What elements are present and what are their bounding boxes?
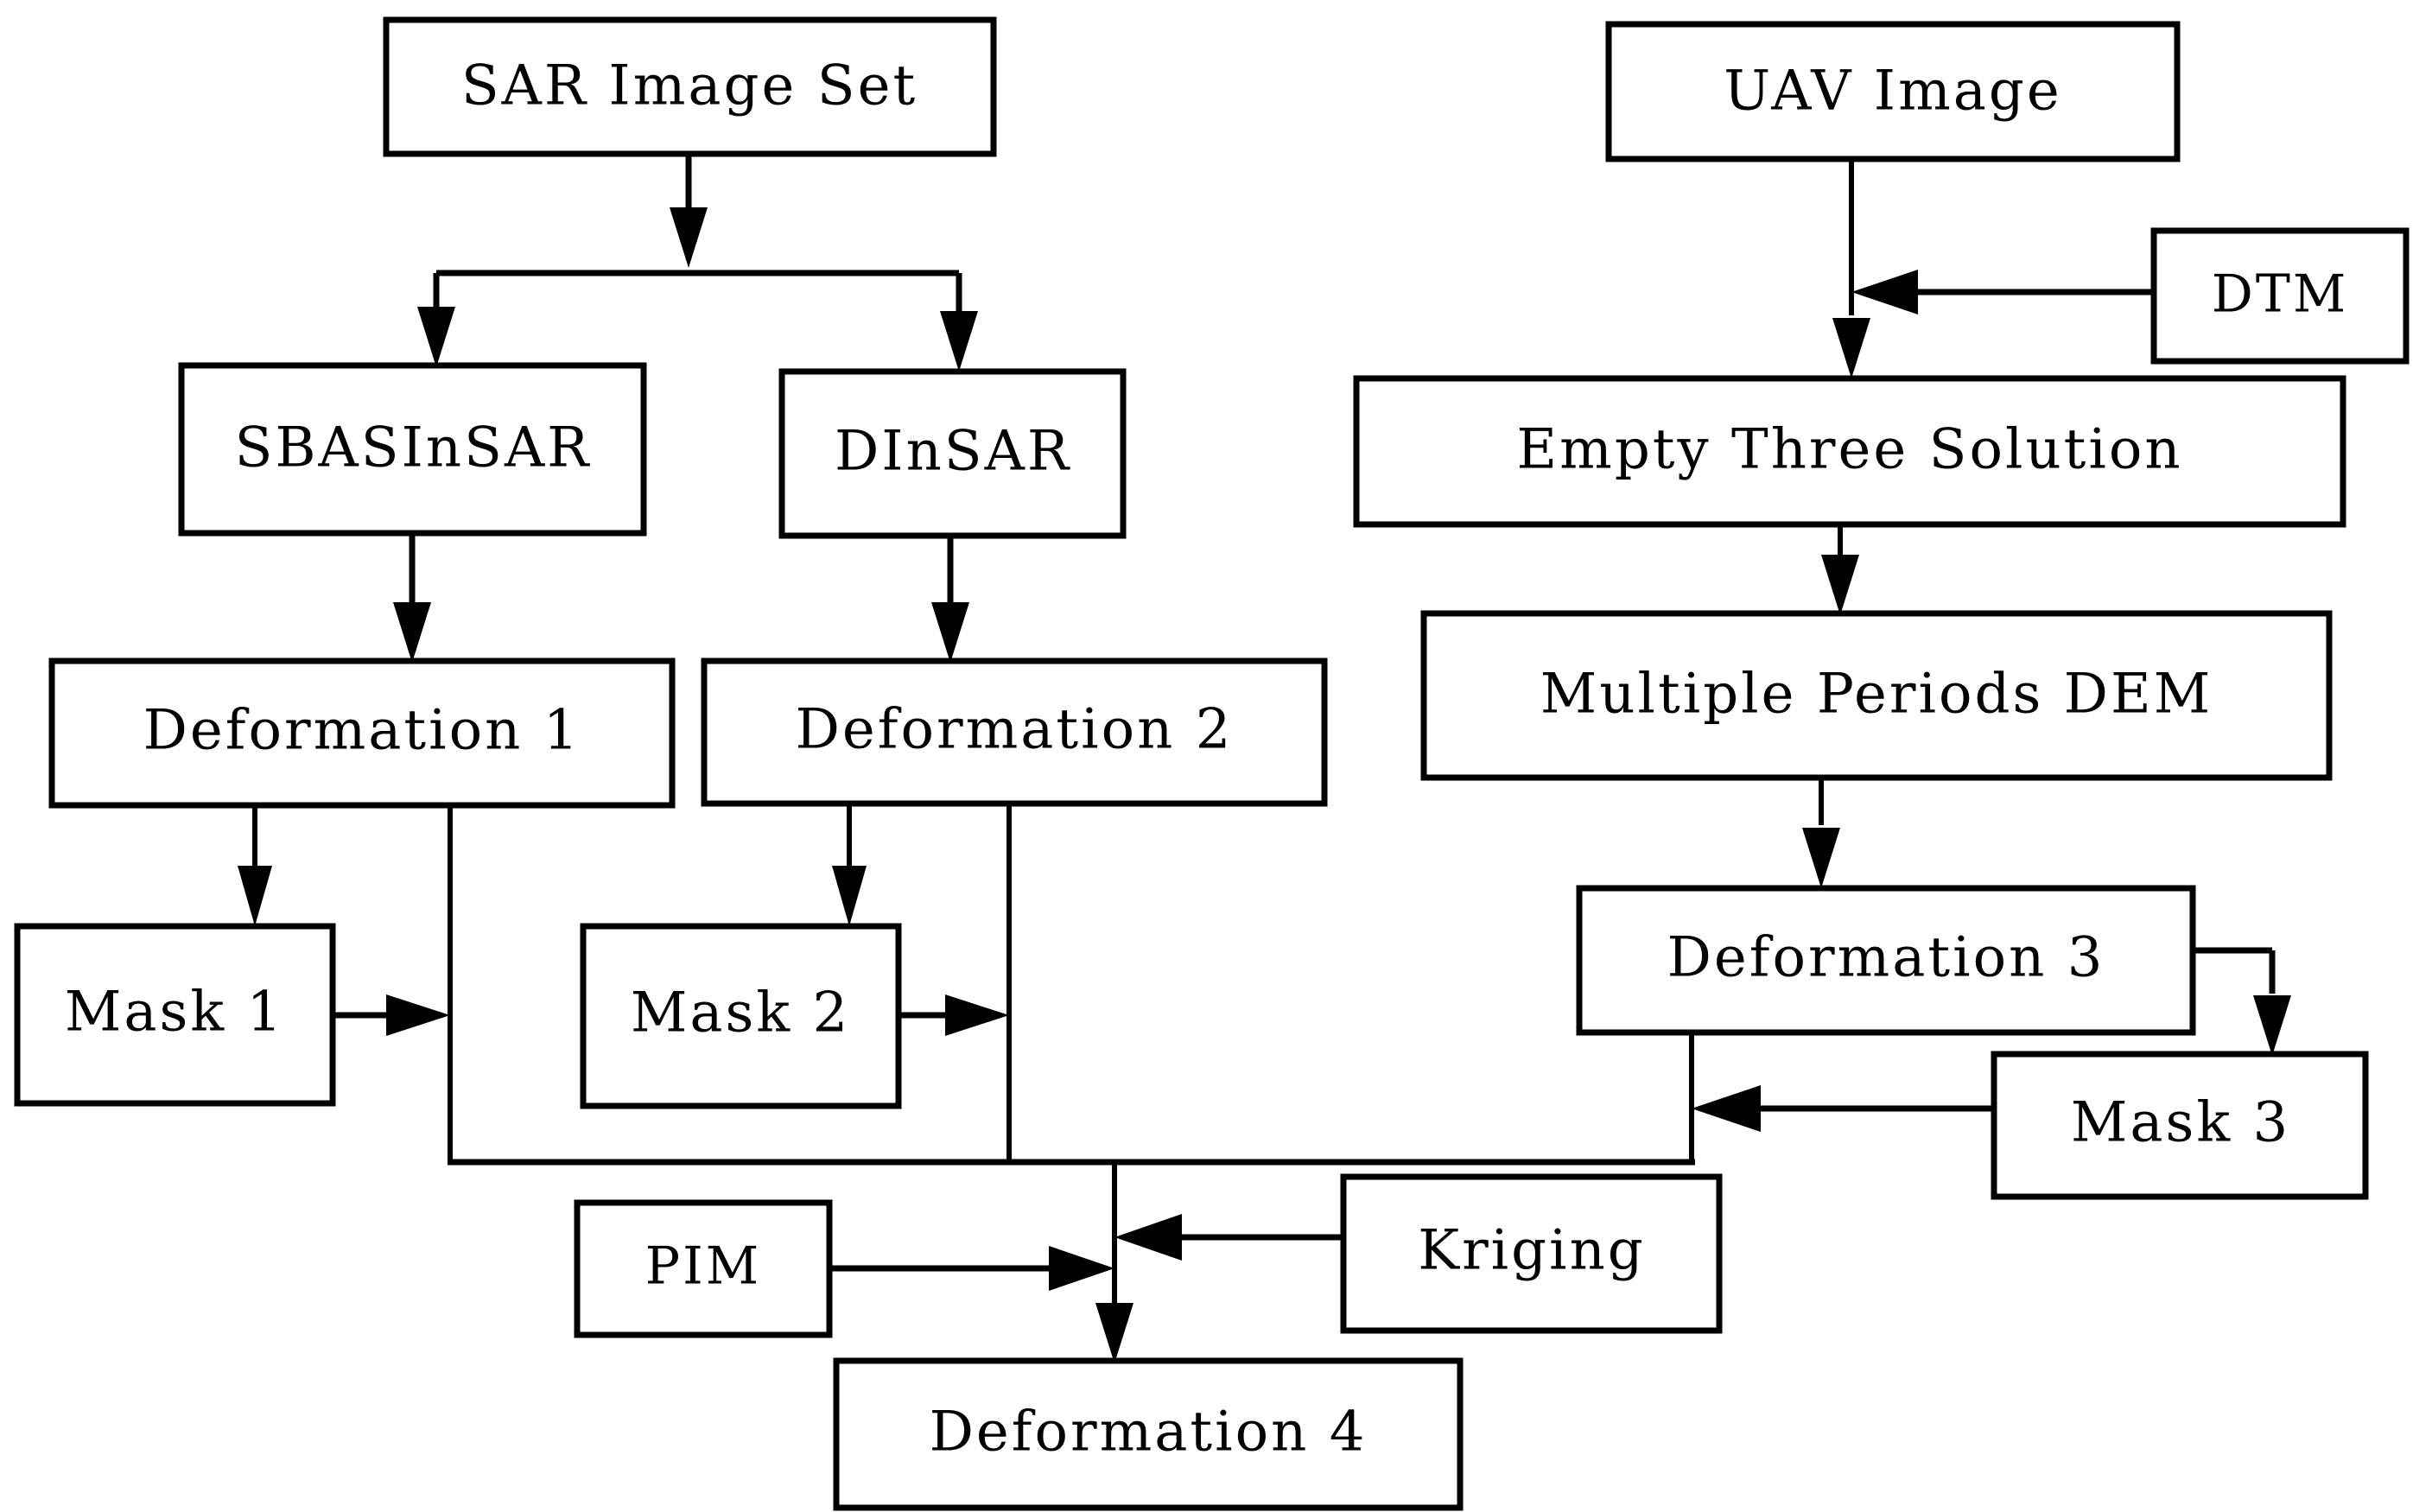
node-label-deformation-3: Deformation 3 <box>1667 926 2105 990</box>
node-mask-2[interactable]: Mask 2 <box>580 923 902 1109</box>
node-mask-1[interactable]: Mask 1 <box>14 923 336 1107</box>
edges-layer <box>238 154 2291 1363</box>
node-label-dinsar: DInSAR <box>835 420 1071 484</box>
edge-def3-to-mask3 <box>2193 947 2291 1056</box>
node-label-deformation-2: Deformation 2 <box>796 698 1234 762</box>
node-deformation-2[interactable]: Deformation 2 <box>701 658 1328 807</box>
node-deformation-3[interactable]: Deformation 3 <box>1576 885 2196 1036</box>
edge-sar-to-split <box>433 154 962 320</box>
node-label-pim: PIM <box>645 1236 762 1297</box>
node-label-sbasinsar: SBASInSAR <box>235 416 592 480</box>
node-sar-image-set[interactable]: SAR Image Set <box>383 16 997 157</box>
edge-dem-to-def3 <box>1802 778 1840 888</box>
edge-def2-to-mask2 <box>832 804 867 926</box>
node-dtm[interactable]: DTM <box>2150 227 2410 365</box>
node-mask-3[interactable]: Mask 3 <box>1991 1051 2369 1200</box>
edge-dtm-to-empty3 <box>1851 270 2154 314</box>
node-label-mask-1: Mask 1 <box>65 981 284 1045</box>
node-label-deformation-1: Deformation 1 <box>143 699 581 763</box>
edge-pim-to-junction <box>829 1246 1114 1291</box>
edge-empty3-to-dem <box>1821 524 1859 615</box>
node-label-mask-2: Mask 2 <box>631 982 850 1045</box>
node-multiple-periods-dem[interactable]: Multiple Periods DEM <box>1420 610 2333 781</box>
node-uav-image[interactable]: UAV Image <box>1605 21 2181 162</box>
edge-split-to-dinsar <box>940 311 978 372</box>
node-label-sar-image-set: SAR Image Set <box>461 54 918 118</box>
node-label-multiple-periods-dem: Multiple Periods DEM <box>1540 663 2213 727</box>
edge-uav-to-empty3 <box>1832 159 1870 378</box>
nodes-layer: SAR Image Set UAV Image DTM SBASInSAR DI… <box>14 16 2410 1511</box>
node-label-deformation-4: Deformation 4 <box>930 1401 1368 1464</box>
edge-bus-to-def4 <box>1095 1162 1133 1363</box>
edge-kriging-to-junction <box>1114 1214 1343 1261</box>
edge-split-to-sbasinsar <box>417 307 455 367</box>
node-kriging[interactable]: Kriging <box>1340 1173 1723 1334</box>
node-label-uav-image: UAV Image <box>1724 60 2062 124</box>
node-pim[interactable]: PIM <box>574 1199 833 1338</box>
node-label-dtm: DTM <box>2212 264 2349 325</box>
node-deformation-4[interactable]: Deformation 4 <box>833 1357 1464 1511</box>
node-deformation-1[interactable]: Deformation 1 <box>48 658 676 809</box>
edge-def1-to-mask1 <box>238 805 272 926</box>
node-label-kriging: Kriging <box>1418 1219 1646 1283</box>
node-dinsar[interactable]: DInSAR <box>778 368 1127 539</box>
edge-dinsar-to-def2 <box>931 536 969 663</box>
node-label-mask-3: Mask 3 <box>2071 1091 2290 1155</box>
edge-mask3-to-bus <box>1692 1085 1994 1132</box>
edge-mask2-to-bus <box>899 994 1009 1036</box>
edge-mask1-to-bus <box>333 994 450 1036</box>
node-label-empty-three-solution: Empty Three Solution <box>1516 418 2182 482</box>
node-sbasinsar[interactable]: SBASInSAR <box>178 362 647 537</box>
edge-sbasinsar-to-def1 <box>393 533 431 663</box>
node-empty-three-solution[interactable]: Empty Three Solution <box>1353 375 2346 528</box>
